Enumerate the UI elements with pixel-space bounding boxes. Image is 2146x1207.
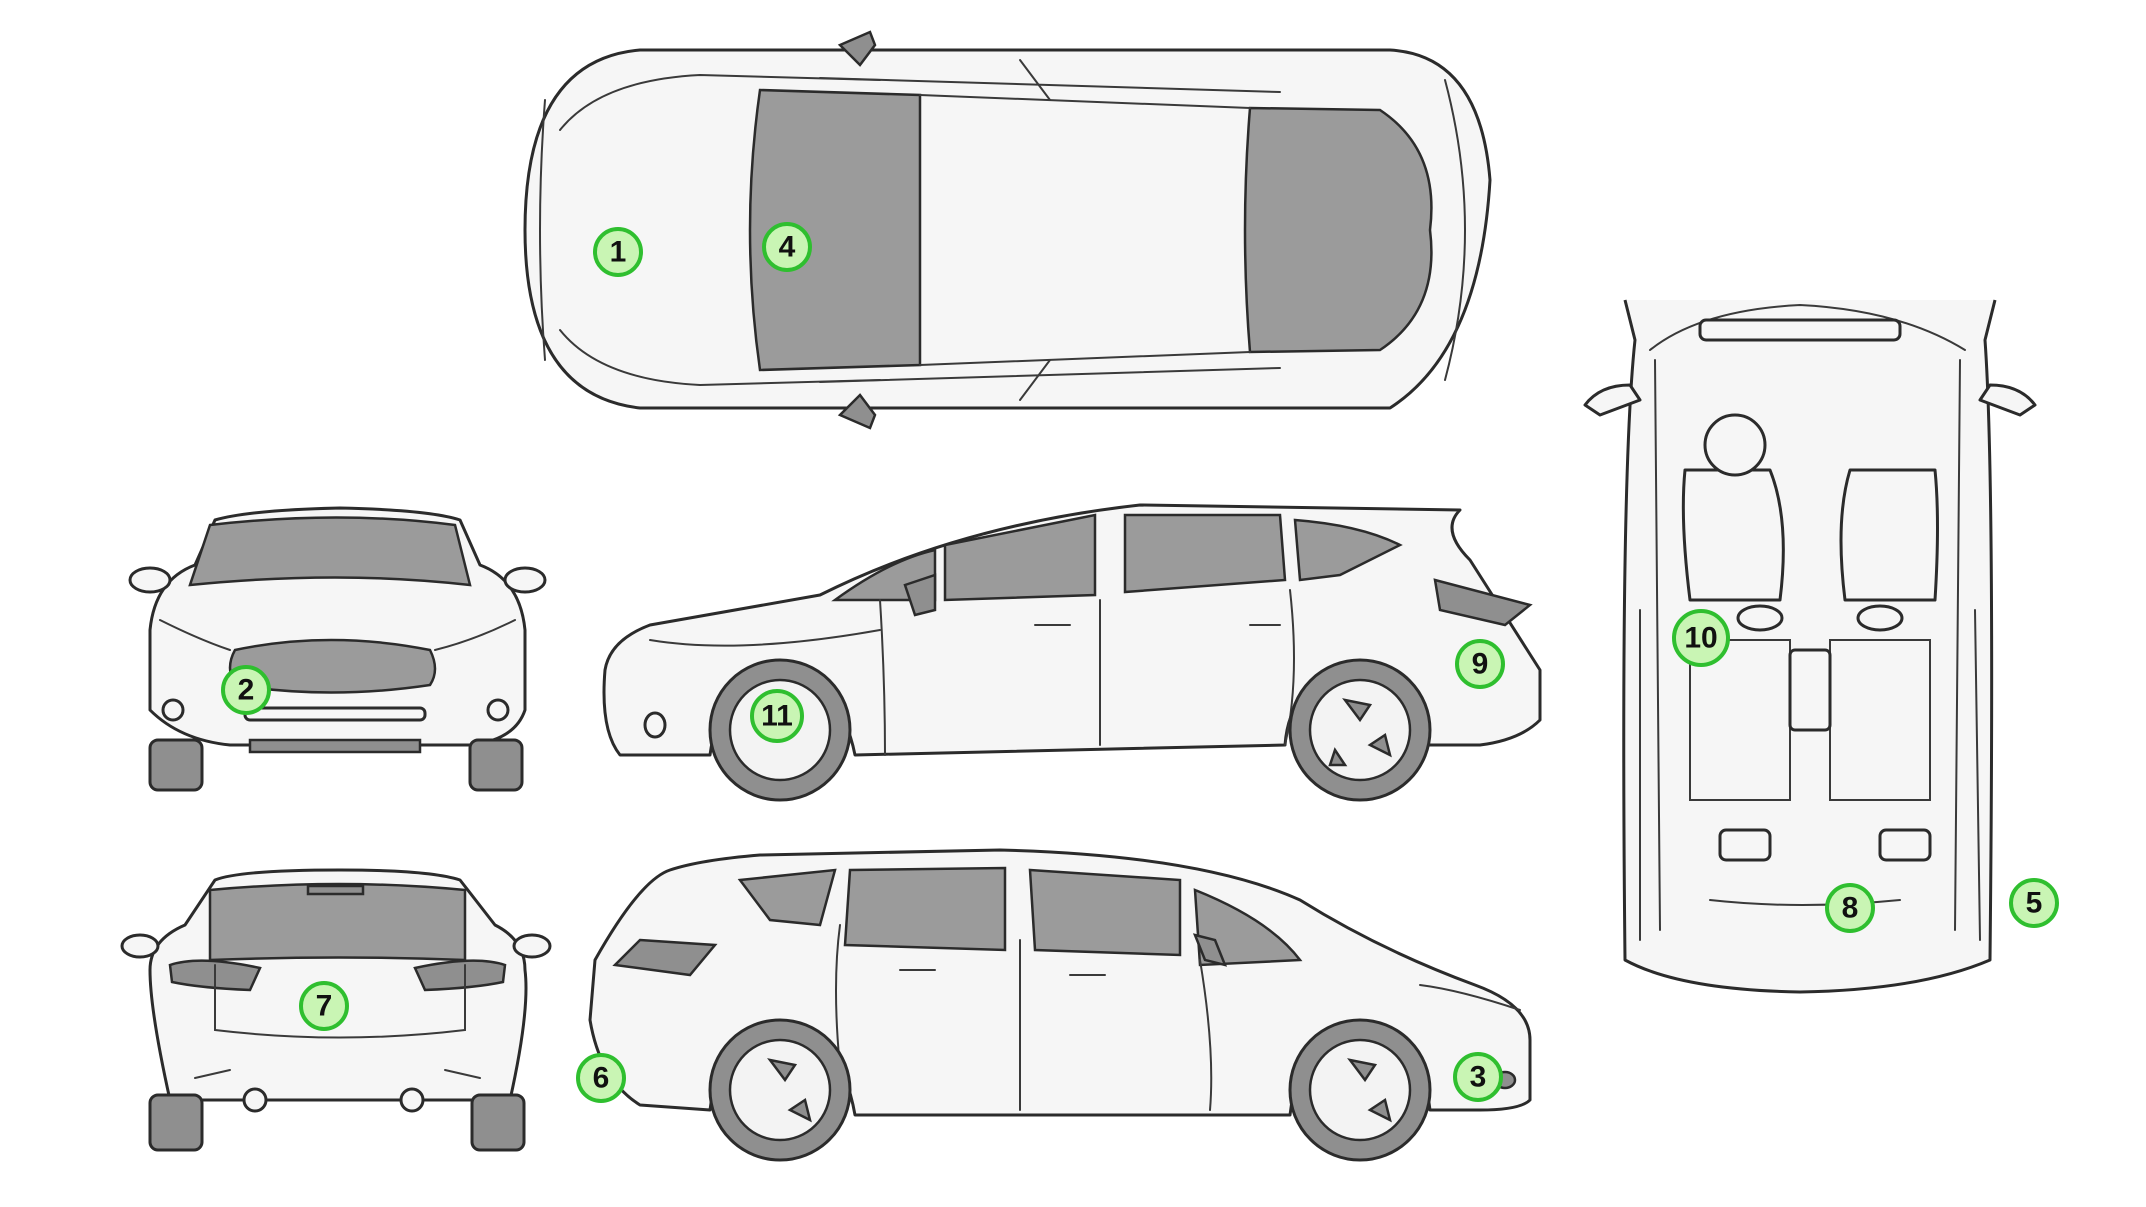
marker-9[interactable]: 9	[1455, 639, 1505, 689]
marker-10[interactable]: 10	[1672, 609, 1730, 667]
marker-label: 6	[593, 1062, 610, 1095]
marker-label: 2	[238, 674, 255, 707]
marker-2[interactable]: 2	[221, 665, 271, 715]
car-top-view	[523, 30, 1492, 430]
marker-1[interactable]: 1	[593, 227, 643, 277]
marker-label: 9	[1472, 648, 1489, 681]
marker-label: 7	[316, 990, 333, 1023]
marker-label: 5	[2026, 887, 2043, 920]
marker-label: 8	[1842, 892, 1859, 925]
marker-label: 1	[610, 236, 627, 269]
marker-6[interactable]: 6	[576, 1053, 626, 1103]
damage-markers: 1 2 3 4 5 6 7 8	[221, 222, 2059, 1103]
marker-4[interactable]: 4	[762, 222, 812, 272]
car-side-view-right	[588, 848, 1532, 1162]
car-rear-view	[120, 868, 552, 1152]
marker-label: 4	[779, 231, 796, 264]
marker-label: 11	[761, 700, 793, 733]
marker-8[interactable]: 8	[1825, 883, 1875, 933]
marker-11[interactable]: 11	[750, 689, 804, 743]
car-interior-view	[1583, 299, 2037, 994]
car-side-view-left	[602, 503, 1542, 802]
marker-5[interactable]: 5	[2009, 878, 2059, 928]
marker-label: 10	[1684, 622, 1717, 655]
marker-label: 3	[1470, 1061, 1487, 1094]
marker-7[interactable]: 7	[299, 981, 349, 1031]
car-front-view	[128, 506, 547, 792]
marker-3[interactable]: 3	[1453, 1052, 1503, 1102]
